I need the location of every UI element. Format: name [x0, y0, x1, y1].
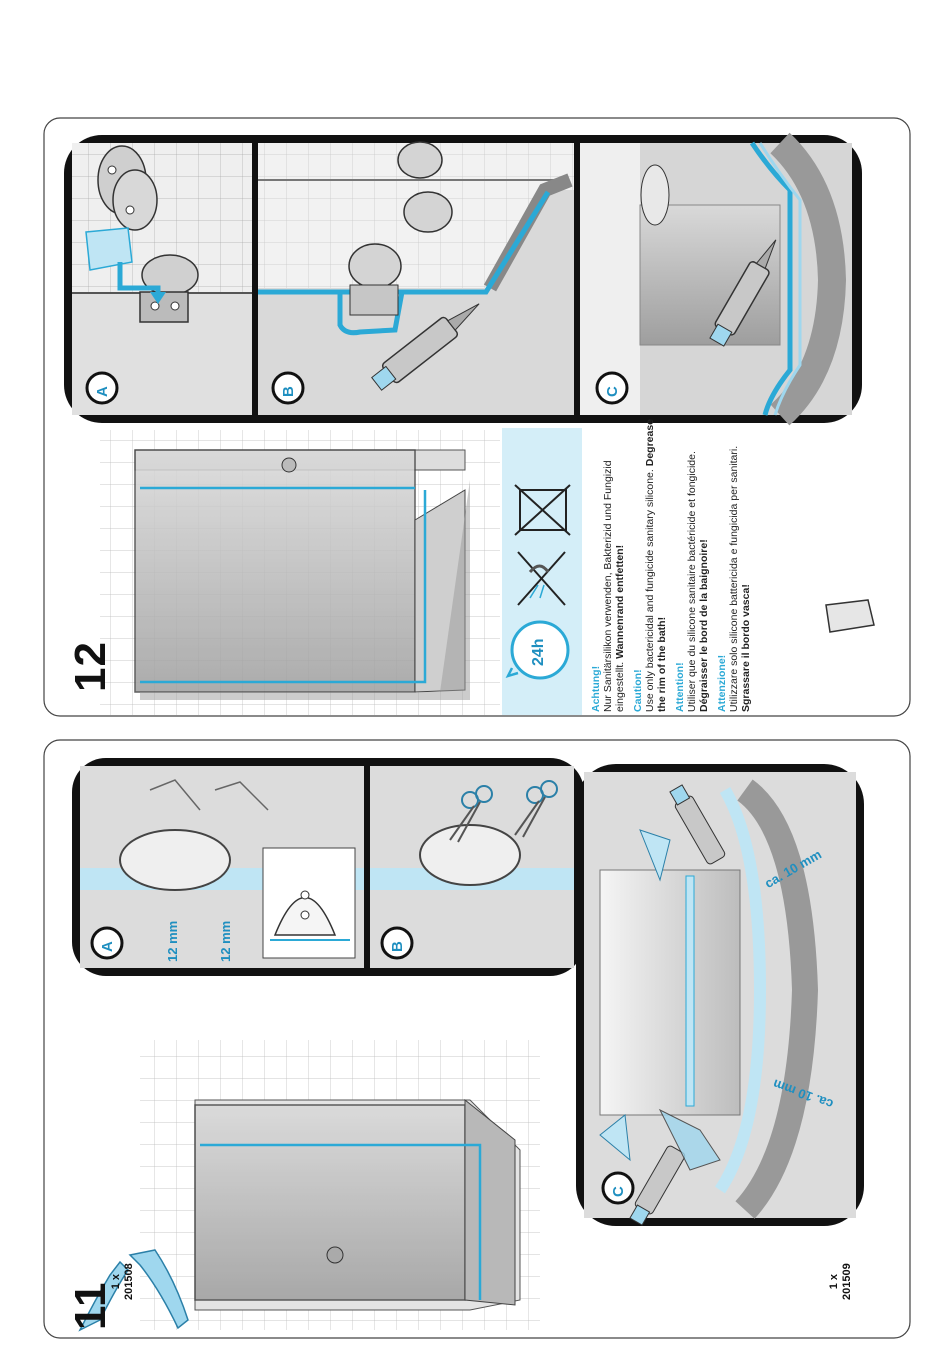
- step-12-warning-icons: [505, 484, 571, 680]
- scissors-icon: [449, 785, 493, 843]
- part-label-201508: 1 x 201508: [110, 1263, 135, 1300]
- step-12-warning-text: Achtung! Nur Sanitärsilikon verwenden, B…: [590, 412, 758, 712]
- step-11-detail-frame-c: [576, 764, 864, 1226]
- step-number-12: 12: [66, 641, 115, 692]
- step-11-panel-c-label: C: [610, 1186, 627, 1197]
- step-11-detail-frame-ab: [72, 758, 584, 976]
- step-12-detail-frame: [64, 132, 862, 426]
- step-12-shower-overview: [100, 430, 500, 715]
- no-use-icon: [514, 484, 571, 536]
- no-shower-icon: [517, 551, 566, 606]
- clock-icon: [510, 620, 570, 680]
- warning-en: Caution! Use only bactericidal and fungi…: [632, 418, 668, 712]
- step-number-11: 11: [66, 1281, 115, 1330]
- sponge-icon: [825, 599, 875, 633]
- cure-time-label: 24h: [530, 638, 547, 666]
- panel-b-drawing: [258, 141, 574, 415]
- step-12-panel-b-label: B: [280, 386, 297, 397]
- measure-12mm-right: 12 mm: [218, 920, 233, 962]
- warning-fr: Attention! Utiliser que du silicone sani…: [674, 451, 710, 712]
- panel-c-drawing: [595, 132, 852, 426]
- part-label-201509: 1 x 201509: [828, 1263, 853, 1300]
- step-11-shower-overview: [140, 1040, 540, 1330]
- measure-12mm-left: 12 mm: [165, 920, 180, 962]
- warning-de: Achtung! Nur Sanitärsilikon verwenden, B…: [590, 460, 626, 712]
- panel-a-drawing: [72, 143, 252, 415]
- step-12-panel-c-label: C: [604, 386, 621, 397]
- step-11-panel-b-label: B: [389, 941, 406, 952]
- warning-it: Attenzione! Utilizzare solo silicone bat…: [716, 445, 752, 712]
- step-11-part-201508: [78, 1260, 129, 1332]
- step-11-part-201509: [128, 1249, 189, 1330]
- scissors-icon: [514, 780, 558, 838]
- step-12-panel-a-label: A: [94, 386, 111, 397]
- step-11-panel-a-label: A: [99, 941, 116, 952]
